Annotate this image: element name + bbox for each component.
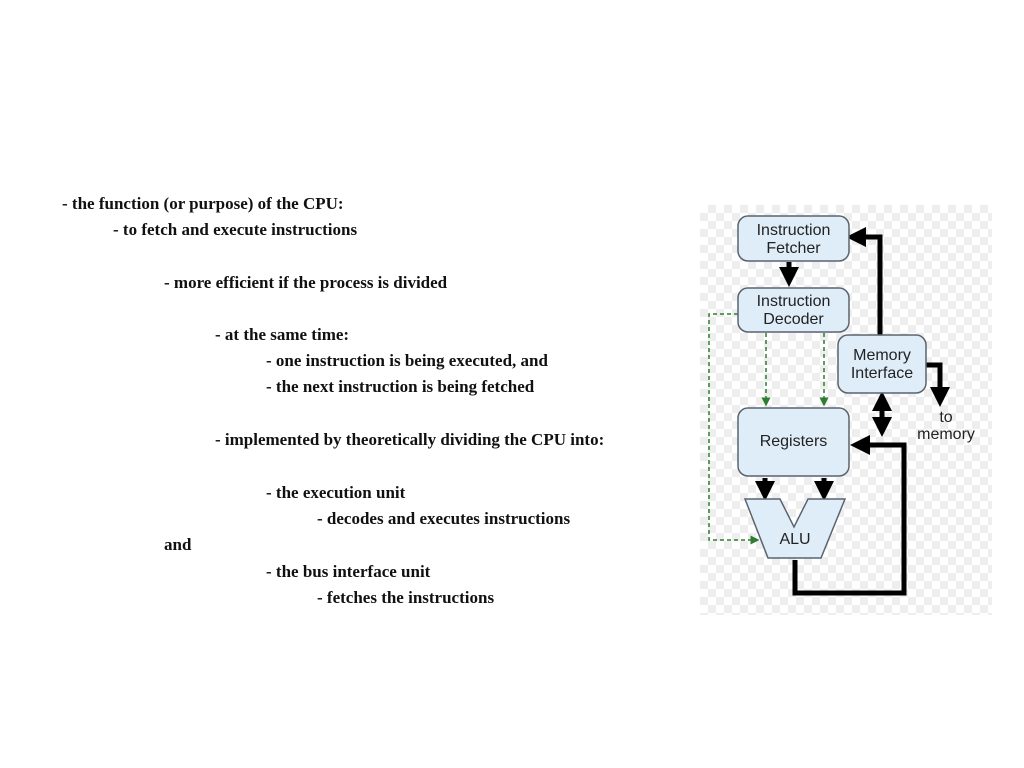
bullet-decodes-executes: - decodes and executes instructions — [317, 509, 571, 528]
slide-text: - the function (or purpose) of the CPU: … — [62, 194, 605, 607]
instruction-decoder-box: Instruction Decoder — [737, 287, 850, 333]
alu-label: ALU — [779, 531, 810, 548]
memory-interface-label-1: Memory — [853, 347, 911, 364]
instruction-fetcher-label-1: Instruction — [757, 222, 831, 239]
bullet-one-executed: - one instruction is being executed, and — [266, 351, 548, 370]
connector-and: and — [164, 535, 192, 554]
instruction-decoder-label-1: Instruction — [757, 293, 831, 310]
bullet-bus-interface-unit: - the bus interface unit — [266, 562, 431, 581]
decoder-to-alu-dashed-arrow — [708, 313, 760, 545]
to-memory-label-1: to — [939, 409, 952, 426]
alu-shape: ALU — [743, 498, 847, 559]
bullet-fetches-instructions: - fetches the instructions — [317, 588, 495, 607]
cpu-block-diagram: Instruction Fetcher Instruction Decoder … — [700, 205, 992, 615]
memory-to-external-arrow — [926, 362, 950, 407]
bullet-same-time: - at the same time: — [215, 325, 350, 344]
bullet-implemented: - implemented by theoretically dividing … — [215, 430, 605, 449]
bullet-execution-unit: - the execution unit — [266, 483, 406, 502]
bullet-next-fetched: - the next instruction is being fetched — [266, 377, 535, 396]
memory-to-fetcher-arrow — [846, 227, 883, 335]
bullet-more-efficient: - more efficient if the process is divid… — [164, 273, 448, 292]
alu-to-registers-feedback-arrow — [792, 435, 907, 596]
bullet-cpu-function: - the function (or purpose) of the CPU: — [62, 194, 344, 213]
bullet-fetch-execute: - to fetch and execute instructions — [113, 220, 358, 239]
memory-interface-label-2: Interface — [851, 365, 913, 382]
instruction-fetcher-label-2: Fetcher — [766, 240, 821, 257]
instruction-decoder-label-2: Decoder — [763, 311, 824, 328]
memory-interface-box: Memory Interface — [837, 334, 927, 394]
registers-box: Registers — [737, 407, 850, 477]
instruction-fetcher-box: Instruction Fetcher — [737, 215, 850, 262]
registers-label: Registers — [760, 433, 828, 450]
to-memory-label-2: memory — [917, 426, 975, 443]
